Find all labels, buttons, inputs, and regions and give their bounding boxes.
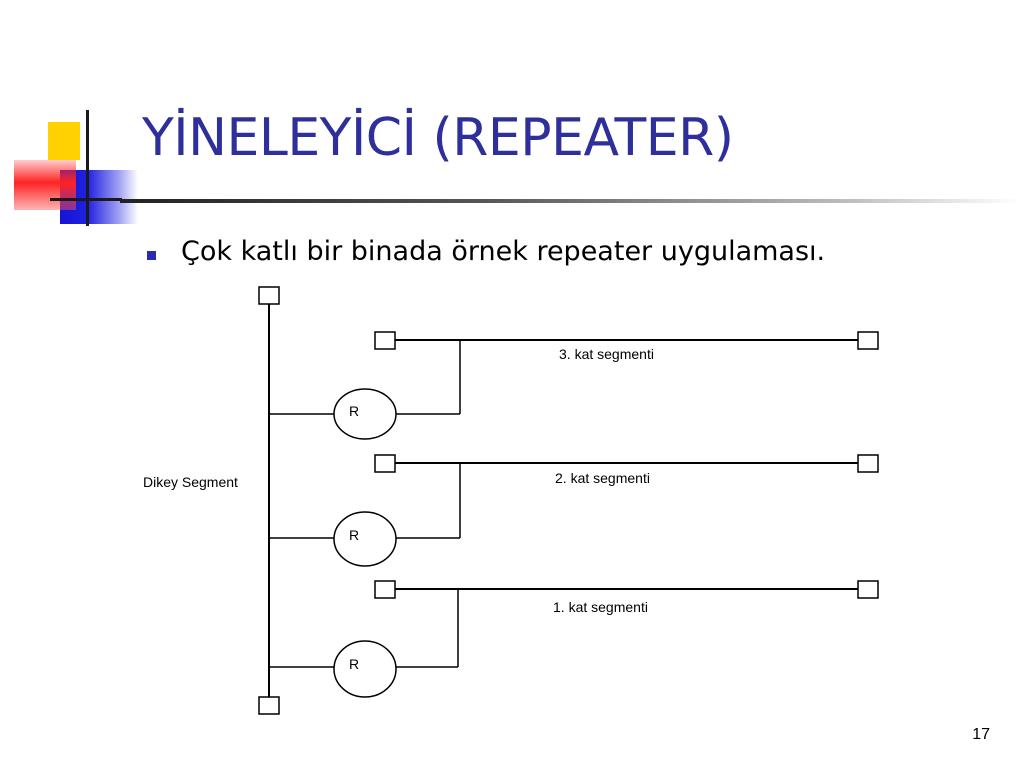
segment-2-label: 2. kat segmenti <box>555 470 650 486</box>
segment-2-left-terminal <box>374 454 396 473</box>
segment-3-left-terminal <box>374 331 396 350</box>
segment-3-right-terminal <box>857 331 879 350</box>
segment-2-right-terminal <box>857 454 879 473</box>
repeater-2 <box>333 511 397 567</box>
segment-3-label: 3. kat segmenti <box>559 346 654 362</box>
title-underline <box>120 199 1020 203</box>
logo-yellow-square <box>48 122 80 160</box>
vertical-top-terminal <box>258 286 280 305</box>
bullet-text: Çok katlı bir binada örnek repeater uygu… <box>181 236 826 267</box>
logo-red-square <box>14 160 76 210</box>
repeater-3 <box>333 388 397 440</box>
bullet-square-icon <box>147 251 156 260</box>
segment-1-left-terminal <box>374 580 396 599</box>
repeater-3-label: R <box>349 403 359 419</box>
repeater-1-label: R <box>349 656 359 672</box>
logo-horizontal-line <box>50 198 122 201</box>
repeater-1 <box>333 640 397 698</box>
segment-1-right-terminal <box>857 580 879 599</box>
slide-title: YİNELEYİCİ (REPEATER) <box>142 108 734 168</box>
page-number: 17 <box>972 726 990 743</box>
logo-vertical-line <box>86 110 89 226</box>
vertical-segment-label: Dikey Segment <box>143 474 238 490</box>
vertical-bottom-terminal <box>258 696 280 715</box>
repeater-2-label: R <box>349 527 359 543</box>
segment-1-label: 1. kat segmenti <box>553 599 648 615</box>
